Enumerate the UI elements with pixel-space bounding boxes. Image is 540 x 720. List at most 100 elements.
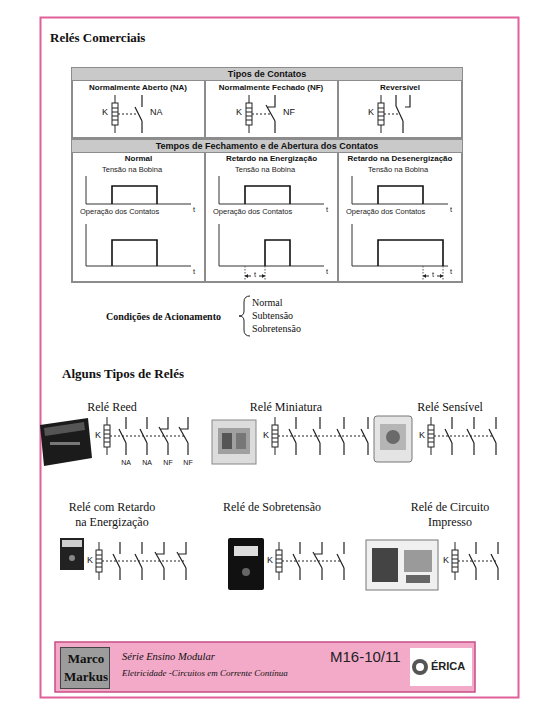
- page-title: Relés Comerciais: [50, 30, 145, 46]
- publisher-name: ÉRICA: [431, 660, 465, 672]
- no-contact-symbol: [135, 95, 142, 133]
- logo-text: Marco: [68, 651, 105, 667]
- logo-text: Markus: [64, 669, 108, 685]
- cell-ground: [73, 81, 204, 137]
- contact-cell: Normalmente Fechado (NF) K NF: [205, 80, 338, 138]
- relay-caption: Relé de Circuito Impresso: [400, 500, 500, 530]
- coil-label: K: [267, 555, 273, 565]
- mechanical-link: [110, 436, 186, 437]
- mechanical-link: [118, 114, 138, 115]
- relay-caption: Relé Miniatura: [250, 400, 322, 415]
- delay-dimension: [245, 276, 443, 277]
- publisher-logo-ground: [410, 648, 472, 686]
- column-heading: Normalmente Aberto (NA): [89, 83, 187, 92]
- coil-symbol: [452, 542, 458, 580]
- contact-cell: Normalmente Aberto (NA) K NA: [72, 80, 205, 138]
- nc-contact-symbol: [266, 95, 275, 133]
- mechanical-link: [278, 436, 366, 437]
- pcb-relay-photo: [366, 540, 438, 590]
- contact-label: NA: [150, 107, 163, 117]
- coil-label: K: [443, 555, 449, 565]
- column-heading: Normal: [125, 154, 153, 163]
- pulse-deenergizing-delay: [378, 186, 443, 266]
- author-logo: MarcoMarkus: [60, 647, 110, 689]
- cell-ground: [339, 153, 461, 281]
- delay-label: t: [432, 270, 434, 279]
- column-heading: Retardo na Energização: [226, 154, 317, 163]
- relay-caption: Relé de Sobretensão: [223, 500, 321, 515]
- time-axes: [86, 176, 448, 266]
- condition-item: Normal: [252, 297, 283, 308]
- miniature-relay-photo: [212, 420, 256, 464]
- contact-label: NA: [142, 459, 152, 466]
- mechanical-link: [384, 114, 399, 115]
- axis-label: Tensão na Bobina: [368, 165, 428, 174]
- coil-symbol: [428, 417, 434, 455]
- changeover-contact-symbol: [396, 95, 410, 133]
- publisher-logo: ÉRICA: [410, 648, 472, 686]
- coil-symbol: [96, 542, 102, 580]
- contact-label: NF: [163, 459, 172, 466]
- page-frame: [41, 18, 519, 698]
- cell-ground: [73, 153, 204, 281]
- coil-symbol: [104, 417, 110, 455]
- delay-relay-photo: [60, 538, 84, 570]
- column-heading: Reversível: [380, 83, 420, 92]
- contact-label: NF: [183, 459, 192, 466]
- sensitive-relay-photo: [374, 416, 412, 462]
- section-heading: Alguns Tipos de Relés: [62, 366, 184, 382]
- table-band: Tipos de Contatos: [72, 68, 462, 80]
- axis-label: Operação dos Contatos: [346, 207, 425, 216]
- contact-label: NA: [121, 459, 131, 466]
- timing-cell: Retardo na EnergizaçãoTensão na BobinaOp…: [205, 152, 338, 282]
- relay-caption: Relé com Retardo na Energização: [63, 500, 161, 530]
- coil-label: K: [87, 555, 93, 565]
- time-label: t: [450, 267, 452, 276]
- mechanical-link: [458, 561, 496, 562]
- mechanical-link: [434, 436, 494, 437]
- table-band: Tempos de Fechamento e de Abertura dos C…: [72, 140, 462, 152]
- mechanical-link: [102, 561, 184, 562]
- contact-label: NF: [283, 107, 295, 117]
- footer-box: Série Ensino ModularEletricidade -Circui…: [55, 642, 475, 692]
- reed-relay-photo: [40, 418, 92, 466]
- band-heading: Tempos de Fechamento e de Abertura dos C…: [156, 141, 379, 151]
- pulse-energizing-delay: [245, 186, 290, 266]
- band-heading: Tipos de Contatos: [228, 69, 306, 79]
- coil-symbol: [272, 417, 278, 455]
- time-label: t: [193, 267, 195, 276]
- pulse-normal: [112, 186, 157, 266]
- relay-caption: Relé Sensível: [417, 400, 483, 415]
- mechanical-link: [282, 561, 342, 562]
- cell-ground: [339, 81, 461, 137]
- overvoltage-relay-photo: [228, 538, 264, 590]
- axis-label: Operação dos Contatos: [80, 207, 159, 216]
- table-ground: [71, 67, 463, 283]
- footer-ground: [55, 642, 475, 692]
- module-code: M16-10/11: [330, 648, 401, 665]
- coil-label: K: [419, 430, 425, 440]
- coil-label: K: [263, 430, 269, 440]
- cell-ground: [206, 153, 337, 281]
- coil-label: K: [236, 107, 242, 117]
- column-heading: Normalmente Fechado (NF): [219, 83, 323, 92]
- group-label: Condições de Acionamento: [106, 311, 221, 322]
- axis-label: Tensão na Bobina: [235, 165, 295, 174]
- cell-ground: [206, 81, 337, 137]
- book-title: Eletricidade -Circuitos em Corrente Cont…: [122, 668, 288, 678]
- publisher-logo-mark: [412, 659, 428, 675]
- coil-symbol: [378, 95, 384, 133]
- mechanical-link: [252, 114, 271, 115]
- coil-label: K: [95, 430, 101, 440]
- coil-label: K: [102, 107, 108, 117]
- axis-label: Operação dos Contatos: [213, 207, 292, 216]
- coil-symbol: [112, 95, 118, 133]
- delay-label: t: [254, 270, 256, 279]
- timing-cell: Retardo na DesenergizaçãoTensão na Bobin…: [338, 152, 462, 282]
- coil-label: K: [368, 107, 374, 117]
- condition-item: Subtensão: [252, 310, 293, 321]
- relay-caption: Relé Reed: [87, 400, 137, 415]
- time-label: t: [193, 205, 195, 214]
